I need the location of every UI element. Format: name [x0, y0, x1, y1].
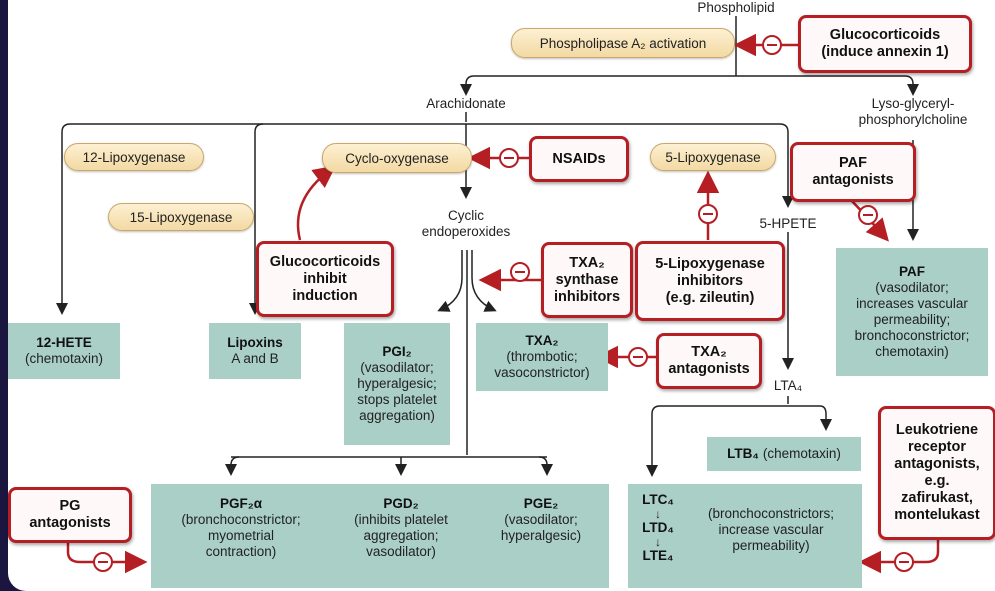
lt-sequence: LTC₄ ↓ LTD₄ ↓ LTE₄ [636, 492, 680, 564]
pgi2-box: PGI₂(vasodilator;hyperalgesic;stops plat… [344, 323, 450, 445]
hete12-box: 12-HETE(chemotaxin) [8, 323, 120, 379]
lox12-pill: 12-Lipoxygenase [64, 143, 204, 171]
lox5-pill: 5-Lipoxygenase [650, 143, 776, 171]
inhibit-symbol-txa2 [628, 347, 648, 367]
nsaids-box: NSAIDs [529, 136, 629, 182]
glucocorticoids-annexin-box: Glucocorticoids(induce annexin 1) [798, 15, 972, 73]
lte4-label: LTE₄ [642, 548, 674, 563]
pge2-group: PGE₂(vasodilator;hyperalgesic) [500, 496, 582, 543]
inhibit-symbol-pla2 [762, 35, 782, 55]
inhibit-symbol-lox5 [698, 204, 718, 224]
arrow-down-icon: ↓ [655, 535, 661, 549]
lta4-label: LTA₄ [773, 378, 803, 393]
arrow-down-icon: ↓ [655, 507, 661, 521]
phospholipase-a2-pill: Phospholipase A₂ activation [511, 28, 735, 58]
inhibit-symbol-cox [499, 148, 519, 168]
inhibit-symbol-lt [894, 552, 914, 572]
ltc4-label: LTC₄ [642, 492, 674, 507]
lox15-pill: 15-Lipoxygenase [108, 203, 254, 231]
cyclo-oxygenase-pill: Cyclo-oxygenase [322, 143, 472, 173]
lyso-label: Lyso-glyceryl-phosphorylcholine [858, 96, 968, 127]
ltb4-box: LTB₄(chemotaxin) [707, 437, 861, 471]
inhibit-symbol-txa2-synthase [510, 262, 530, 282]
cysteinyl-leukotrienes-box: LTC₄ ↓ LTD₄ ↓ LTE₄ (bronchoconstrictors;… [628, 484, 862, 588]
txa2-box: TXA₂(thrombotic;vasoconstrictor) [476, 323, 608, 391]
arachidonate-label: Arachidonate [426, 96, 506, 111]
phospholipid-label: Phospholipid [697, 0, 775, 15]
ltd4-label: LTD₄ [642, 520, 674, 535]
inhibit-symbol-paf [858, 205, 878, 225]
inhibit-symbol-pg [93, 552, 113, 572]
hpete-label: 5-HPETE [759, 216, 817, 231]
